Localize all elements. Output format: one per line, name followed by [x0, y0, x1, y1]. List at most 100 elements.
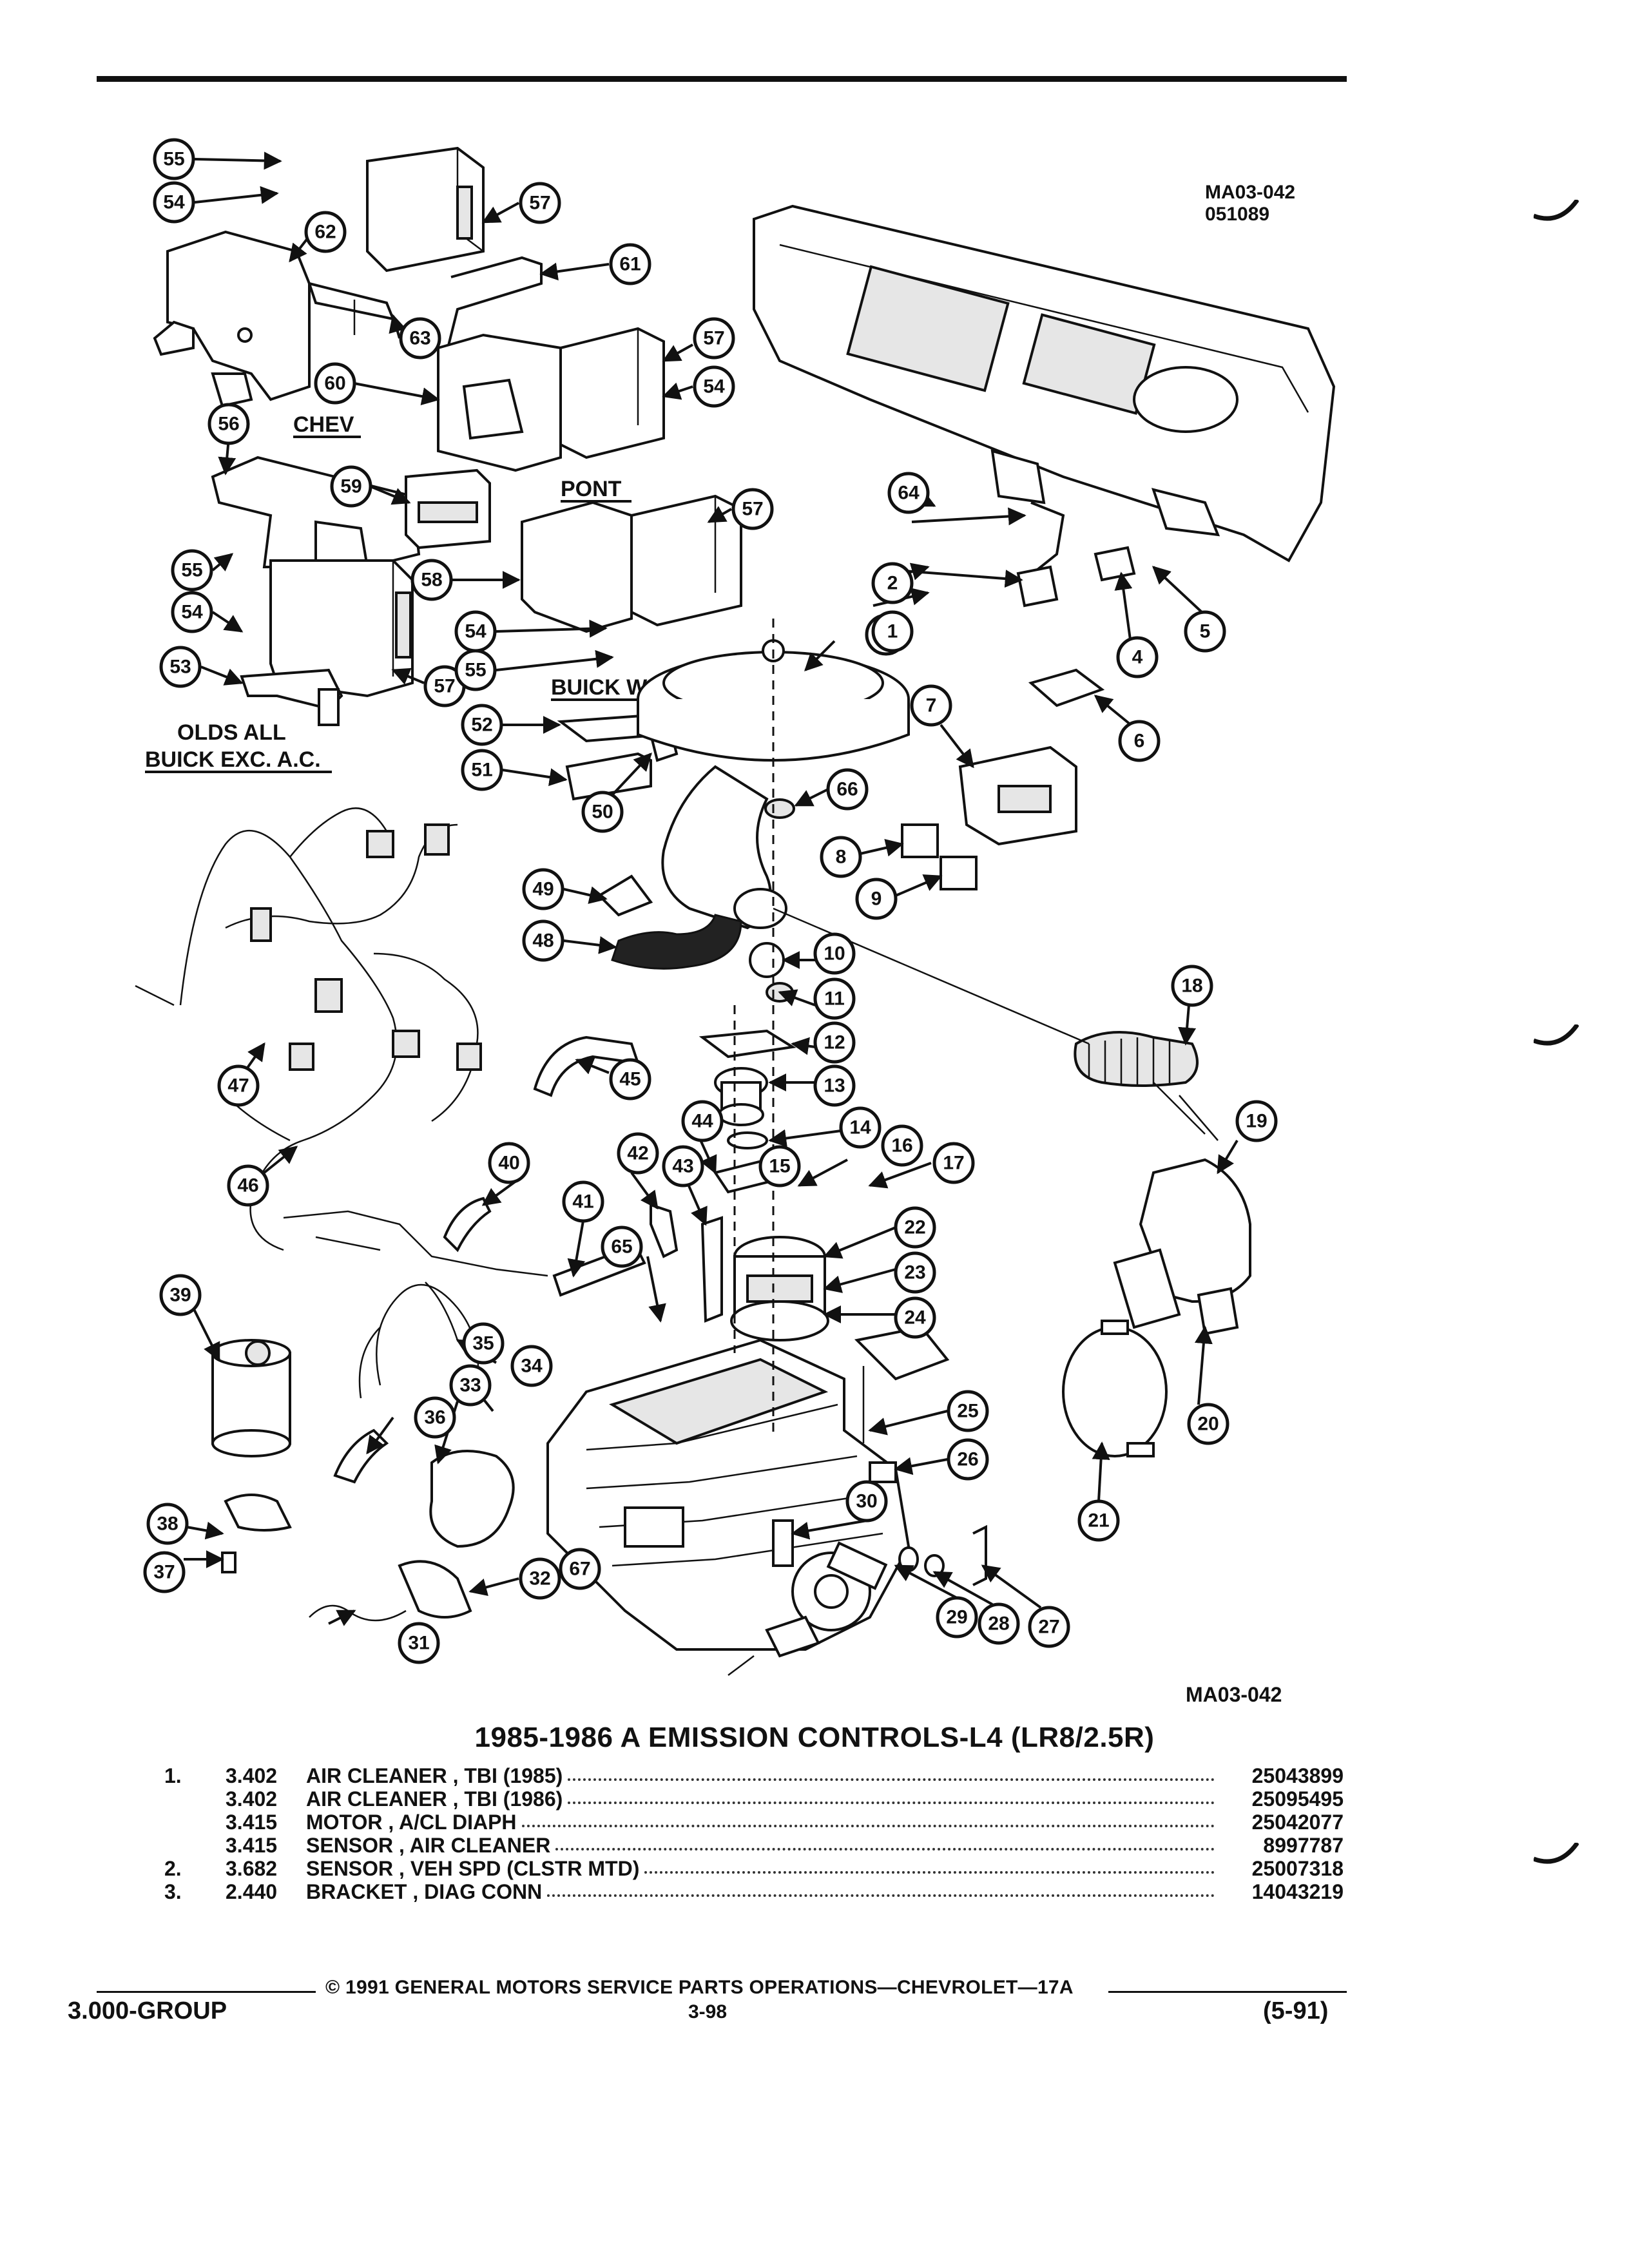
- label-buick-exc-ac: BUICK EXC. A.C.: [145, 747, 321, 772]
- svg-text:19: 19: [1246, 1111, 1267, 1132]
- leader-lines: [184, 151, 1239, 1626]
- part-description: AIR CLEANER , TBI (1986): [306, 1787, 568, 1811]
- callout-37: 37: [143, 1551, 186, 1593]
- svg-text:48: 48: [532, 930, 554, 952]
- binder-mark-icon: [1534, 200, 1579, 221]
- bracket-12: [699, 1029, 796, 1059]
- svg-text:40: 40: [498, 1153, 519, 1174]
- callout-13: 13: [813, 1064, 856, 1107]
- svg-text:30: 30: [856, 1491, 877, 1512]
- svg-text:13: 13: [824, 1075, 845, 1097]
- svg-text:4: 4: [1132, 647, 1143, 668]
- figure-ref-bottom: MA03-042: [1186, 1683, 1282, 1706]
- svg-text:31: 31: [408, 1633, 429, 1654]
- callout-31: 31: [398, 1622, 440, 1664]
- wire-31: [309, 1604, 407, 1622]
- svg-text:45: 45: [619, 1069, 641, 1090]
- ecm-module-57-pont: [630, 494, 742, 627]
- svg-text:44: 44: [691, 1111, 713, 1132]
- diag-conn-bracket-3: [1016, 565, 1059, 608]
- callout-57d: 57: [423, 665, 466, 707]
- callout-35: 35: [462, 1322, 505, 1365]
- callout-6: 6: [1118, 720, 1161, 762]
- svg-text:57: 57: [703, 328, 724, 349]
- callout-21: 21: [1077, 1499, 1120, 1542]
- callout-38: 38: [146, 1503, 189, 1545]
- group-code: 3.415: [226, 1811, 278, 1834]
- svg-text:60: 60: [324, 373, 345, 394]
- callout-55b: 55: [171, 549, 213, 591]
- date-code: (5-91): [1263, 1997, 1329, 2024]
- vacuum-pipe-40: [283, 1196, 548, 1277]
- bracket-38: [224, 1494, 292, 1532]
- svg-text:39: 39: [169, 1285, 191, 1306]
- callout-9: 9: [855, 878, 898, 920]
- engine-assembly: [546, 1338, 911, 1651]
- part-number: 25042077: [1251, 1811, 1344, 1834]
- part-description: AIR CLEANER , TBI (1985): [306, 1764, 568, 1787]
- svg-text:29: 29: [946, 1607, 967, 1628]
- callout-57b: 57: [693, 317, 735, 360]
- part-number: 25095495: [1251, 1787, 1344, 1811]
- callouts: 55 54 57 62 61 63 60 57 54 56 59 57 58 5…: [143, 138, 1278, 1664]
- prom-59: [405, 468, 491, 550]
- label-pont: PONT: [561, 477, 622, 501]
- callout-34: 34: [510, 1345, 553, 1387]
- svg-text:50: 50: [592, 802, 613, 823]
- parts-list: 1. 3.402 AIR CLEANER , TBI (1985) 250438…: [164, 1764, 1344, 1903]
- group-code: 3.402: [226, 1764, 278, 1787]
- callout-52: 52: [461, 704, 503, 746]
- svg-text:53: 53: [169, 657, 191, 678]
- callout-58: 58: [410, 559, 453, 601]
- callout-33: 33: [449, 1364, 492, 1407]
- callout-56: 56: [207, 403, 250, 445]
- label-olds-all: OLDS ALL: [177, 720, 286, 745]
- ecm-module-57-olds: [269, 559, 414, 698]
- svg-text:9: 9: [871, 889, 882, 910]
- svg-text:22: 22: [904, 1217, 925, 1238]
- svg-text:37: 37: [153, 1562, 175, 1583]
- top-rule: [97, 76, 1347, 82]
- svg-text:10: 10: [824, 943, 845, 965]
- callout-17: 17: [932, 1142, 975, 1184]
- callout-22: 22: [894, 1206, 936, 1249]
- part-description: SENSOR , VEH SPD (CLSTR MTD): [306, 1857, 645, 1880]
- svg-text:7: 7: [926, 695, 937, 716]
- ecm-module-57-chev: [559, 327, 665, 459]
- callout-53: 53: [159, 646, 202, 688]
- svg-text:57: 57: [434, 676, 455, 697]
- callout-4: 4: [1116, 636, 1159, 678]
- callout-7: 7: [910, 684, 952, 727]
- parts-row: 3.415 SENSOR , AIR CLEANER 8997787: [164, 1834, 1344, 1857]
- svg-text:54: 54: [465, 621, 487, 642]
- parts-row: 3.402 AIR CLEANER , TBI (1986) 25095495: [164, 1787, 1344, 1811]
- callout-54c: 54: [171, 591, 213, 633]
- svg-text:65: 65: [611, 1236, 632, 1258]
- svg-text:26: 26: [957, 1449, 978, 1470]
- harness-clip-61: [447, 256, 543, 349]
- connector-6: [1028, 668, 1105, 707]
- bracket-58: [521, 501, 633, 633]
- callout-10: 10: [813, 932, 856, 975]
- svg-text:16: 16: [891, 1135, 912, 1157]
- callout-26: 26: [947, 1438, 989, 1481]
- callout-54: 54: [153, 181, 195, 224]
- callout-12: 12: [813, 1021, 856, 1064]
- callout-51: 51: [461, 749, 503, 791]
- callout-28: 28: [978, 1602, 1020, 1645]
- snorkel-duct: [661, 765, 787, 930]
- callout-14: 14: [839, 1106, 882, 1149]
- svg-text:56: 56: [218, 414, 239, 435]
- svg-text:42: 42: [627, 1143, 648, 1164]
- svg-text:49: 49: [532, 879, 554, 900]
- sensor-bottom: [728, 1615, 820, 1676]
- svg-text:20: 20: [1197, 1414, 1219, 1435]
- callout-30: 30: [845, 1480, 888, 1523]
- callout-24: 24: [894, 1296, 936, 1339]
- bracket-43: [700, 1216, 723, 1323]
- connector-5: [1094, 546, 1136, 582]
- svg-text:15: 15: [769, 1156, 790, 1177]
- bracket-49: [597, 874, 653, 917]
- callout-8: 8: [820, 836, 862, 878]
